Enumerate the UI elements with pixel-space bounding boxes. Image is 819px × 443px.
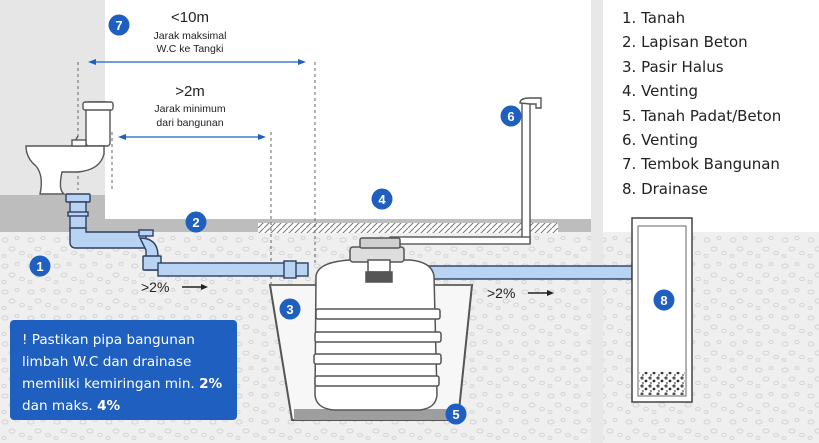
svg-text:1: 1 — [36, 259, 43, 274]
excavation-hatch — [258, 223, 558, 233]
badge-2: 2 — [185, 211, 207, 233]
legend: 1. Tanah 2. Lapisan Beton 3. Pasir Halus… — [622, 6, 814, 201]
notice-text: ! Pastikan pipa bangunan limbah W.C dan … — [22, 332, 200, 392]
slope-right-label: >2% — [487, 285, 515, 301]
svg-text:4: 4 — [378, 192, 386, 207]
max-distance-line2: W.C ke Tangki — [157, 43, 224, 55]
legend-item: 8. Drainase — [622, 179, 708, 198]
min-distance-line1: Jarak minimum — [154, 103, 225, 115]
notice-text-mid: dan maks. — [22, 398, 98, 414]
slope-right-arrow-icon — [528, 290, 554, 296]
septic-tank — [313, 237, 442, 411]
svg-text:8: 8 — [660, 293, 667, 308]
legend-item: 1. Tanah — [622, 9, 686, 27]
badge-5: 5 — [445, 403, 467, 425]
legend-item: 3. Pasir Halus — [622, 57, 724, 76]
notice-max-slope: 4% — [97, 398, 121, 414]
max-distance-value: <10m — [171, 9, 209, 26]
legend-item: 5. Tanah Padat/Beton — [622, 106, 782, 125]
compacted-base — [294, 409, 458, 420]
svg-text:3: 3 — [286, 302, 293, 317]
notice-min-slope: 2% — [199, 376, 223, 392]
badge-6: 6 — [500, 105, 522, 127]
slope-notice-box: ! Pastikan pipa bangunan limbah W.C dan … — [10, 320, 237, 420]
wc-waste-pipe — [65, 193, 309, 279]
venting-pipe — [389, 97, 542, 245]
legend-item: 7. Tembok Bangunan — [622, 155, 780, 174]
legend-item: 2. Lapisan Beton — [622, 33, 748, 52]
badge-4: 4 — [371, 188, 393, 210]
max-distance-line1: Jarak maksimal — [154, 30, 227, 42]
badge-3: 3 — [279, 298, 301, 320]
svg-text:7: 7 — [115, 18, 122, 33]
badge-8: 8 — [653, 289, 675, 311]
min-distance-arrow — [118, 134, 266, 140]
svg-text:5: 5 — [452, 407, 459, 422]
badge-1: 1 — [29, 255, 51, 277]
slope-left-arrow-icon — [182, 284, 208, 290]
legend-item: 4. Venting — [622, 82, 698, 101]
right-wall — [591, 0, 603, 443]
badge-7: 7 — [108, 14, 130, 36]
min-distance-value: >2m — [175, 83, 205, 100]
svg-text:2: 2 — [192, 215, 199, 230]
svg-text:6: 6 — [507, 109, 514, 124]
legend-item: 6. Venting — [622, 131, 698, 150]
slope-left-label: >2% — [141, 279, 169, 295]
toilet-icon — [25, 101, 114, 195]
outlet-pipe — [424, 263, 643, 282]
min-distance-line2: dari bangunan — [156, 117, 223, 129]
max-distance-arrow — [88, 59, 306, 65]
